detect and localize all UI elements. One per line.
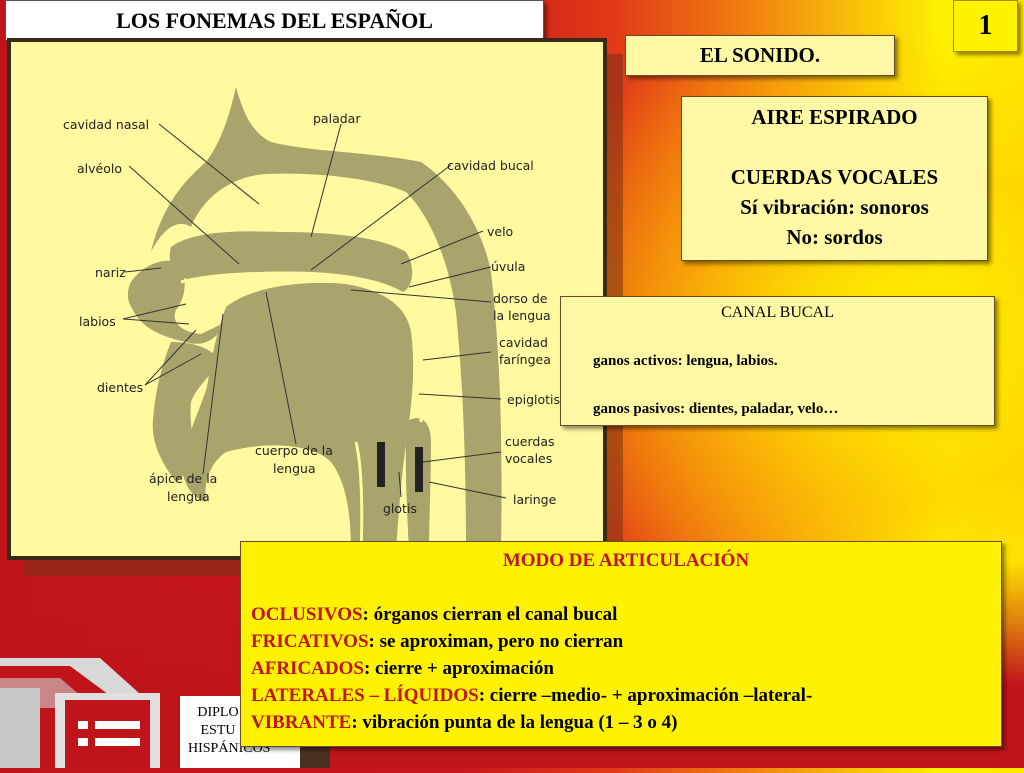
upper-lip-shape (127, 260, 226, 344)
label-dorso-1: dorso de (493, 291, 548, 306)
vocal-fold-right (415, 447, 423, 492)
modo-item-laterales: LATERALES – LÍQUIDOS: cierre –medio- + a… (251, 682, 1001, 709)
label-cavidad-bucal: cavidad bucal (447, 158, 534, 173)
modo-term: LATERALES – LÍQUIDOS (251, 685, 479, 706)
label-epiglotis: epiglotis (507, 392, 560, 407)
modo-desc: : órganos cierran el canal bucal (362, 604, 618, 625)
aire-line-1: AIRE ESPIRADO (751, 105, 918, 129)
logo-line-1: DIPLO (197, 705, 239, 720)
modo-term: FRICATIVOS (251, 631, 369, 652)
vocal-tract-svg: cavidad nasal alvéolo nariz labios dient… (63, 87, 560, 553)
label-cuerpo-1: cuerpo de la (255, 443, 333, 458)
palate-shape (169, 231, 413, 292)
vocal-fold-left (377, 442, 385, 487)
label-apice-1: ápice de la (149, 471, 217, 486)
canal-activos: ganos activos: lengua, labios. (593, 353, 778, 369)
modo-term: OCLUSIVOS (251, 604, 363, 625)
modo-desc: : vibración punta de la lengua (1 – 3 o … (351, 712, 678, 733)
canal-pasivos: ganos pasivos: dientes, paladar, velo… (593, 401, 839, 417)
label-laringe: laringe (513, 492, 557, 507)
lower-lip-shape (152, 342, 219, 482)
modo-desc: : cierre + aproximación (363, 658, 554, 679)
modo-desc: : cierre –medio- + aproximación –lateral… (478, 685, 813, 706)
airway-outline (180, 271, 424, 553)
label-cuerpo-2: lengua (273, 461, 316, 476)
label-dientes: dientes (97, 380, 143, 395)
canal-bucal-box: CANAL BUCAL ganos activos: lengua, labio… (560, 296, 995, 426)
modo-articulacion-box: MODO DE ARTICULACIÓN OCLUSIVOS: órganos … (240, 541, 1002, 747)
vocal-tract-diagram: cavidad nasal alvéolo nariz labios dient… (7, 38, 607, 560)
label-apice-2: lengua (167, 489, 210, 504)
canal-title: CANAL BUCAL (721, 304, 834, 321)
aire-line-4: No: sordos (786, 225, 883, 249)
modo-item-vibrante: VIBRANTE: vibración punta de la lengua (… (251, 709, 1001, 736)
slide-number: 1 (953, 0, 1018, 52)
modo-item-africados: AFRICADOS: cierre + aproximación (251, 655, 1001, 682)
tongue-shape (182, 282, 414, 552)
label-cuerdas-1: cuerdas (505, 434, 555, 449)
label-alveolo: alvéolo (77, 161, 122, 176)
label-dorso-2: la lengua (493, 308, 551, 323)
logo-line-2: ESTU (200, 723, 236, 738)
label-glotis: glotis (383, 501, 417, 516)
modo-item-fricativos: FRICATIVOS: se aproximan, pero no cierra… (251, 628, 1001, 655)
label-faringea-1: cavidad (499, 335, 548, 350)
slide-title: LOS FONEMAS DEL ESPAÑOL (5, 0, 544, 41)
label-cuerdas-2: vocales (505, 451, 552, 466)
modo-item-oclusivos: OCLUSIVOS: órganos cierran el canal buca… (251, 601, 1001, 628)
label-paladar: paladar (313, 111, 361, 126)
label-velo: velo (487, 224, 513, 239)
label-uvula: úvula (491, 259, 525, 274)
label-faringea-2: faríngea (499, 352, 551, 367)
aire-line-2: CUERDAS VOCALES (730, 165, 939, 189)
label-cavidad-nasal: cavidad nasal (63, 117, 149, 132)
label-labios: labios (79, 314, 116, 329)
sonido-title: EL SONIDO. (625, 35, 895, 76)
aire-box: AIRE ESPIRADO CUERDAS VOCALES Sí vibraci… (681, 96, 988, 261)
modo-title: MODO DE ARTICULACIÓN (502, 550, 750, 571)
label-nariz: nariz (95, 265, 126, 280)
aire-line-3: Sí vibración: sonoros (740, 195, 929, 219)
modo-term: VIBRANTE (251, 712, 352, 733)
nasal-cavity-shape (151, 87, 502, 552)
logo-line-3: HISPÁNICOS (188, 741, 271, 756)
logo-text: DIPLO ESTU HISPÁNICOS (188, 704, 271, 758)
modo-term: AFRICADOS (251, 658, 364, 679)
modo-desc: : se aproximan, pero no cierran (368, 631, 624, 652)
